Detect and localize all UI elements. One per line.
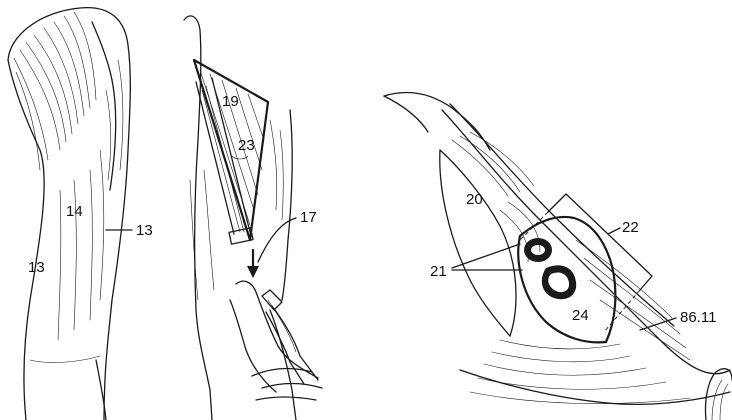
label-19: 19 — [222, 93, 239, 110]
right-cross-section-drawing — [384, 92, 732, 420]
label-20: 20 — [466, 191, 483, 208]
label-17: 17 — [300, 209, 317, 226]
label-23: 23 — [238, 137, 255, 154]
label-22: 22 — [622, 219, 639, 236]
label-13-right: 13 — [136, 222, 153, 239]
label-24: 24 — [572, 307, 589, 324]
leader-21-a — [452, 244, 520, 268]
label-13-left: 13 — [28, 259, 45, 276]
brace-23 — [232, 156, 248, 159]
label-14: 14 — [66, 203, 83, 220]
label-86-11: 86.11 — [680, 309, 716, 326]
label-21: 21 — [430, 263, 447, 280]
